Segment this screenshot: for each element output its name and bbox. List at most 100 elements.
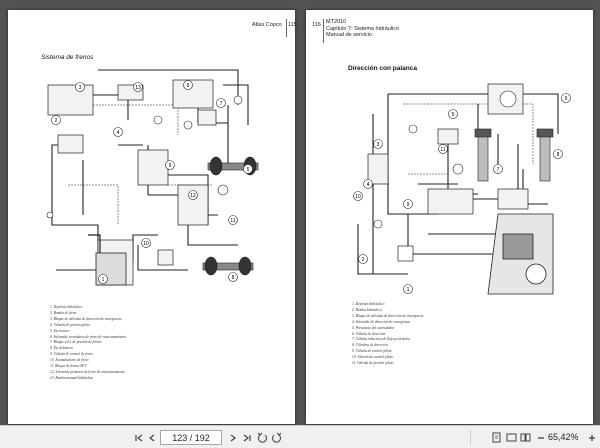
callout-label: 5 [247, 167, 250, 173]
callout-circle [403, 284, 413, 294]
callout-circle [113, 127, 123, 137]
zoom-out-icon[interactable] [534, 431, 547, 444]
callout-circle [353, 191, 363, 201]
legend-item: 3. Bloque de válvulas de dirección de em… [352, 313, 424, 318]
legend-item: 12. Solenoide primario de freno de estac… [50, 369, 125, 374]
two-page-icon[interactable] [519, 431, 532, 444]
callout-label: 12 [190, 193, 196, 199]
callout-circle [243, 164, 253, 174]
steering-diagram [357, 83, 559, 295]
section-title: Dirección con palanca [348, 65, 417, 72]
brake-system-diagram [46, 69, 259, 286]
callout-label: 8 [232, 275, 235, 281]
legend-item: 3. Bloque de válvulas de dirección de em… [50, 316, 122, 321]
legend-item: 9. Válvula de control piloto [352, 349, 392, 354]
callout-label: 13 [135, 85, 141, 91]
callout-label: 4 [117, 130, 120, 136]
callout-label: 5 [452, 112, 455, 118]
callout-label: 11 [440, 147, 445, 153]
legend-item: 8. Eje delantero [50, 346, 73, 351]
callout-label: 3 [79, 85, 82, 91]
fit-page-icon[interactable] [490, 431, 503, 444]
page-left: Atlas Copco 115 Sistema de frenos [8, 10, 297, 424]
legend-item: 13. Bomba manual hidráulica [50, 375, 94, 380]
header-manual: Manual de servicio [326, 32, 372, 38]
legend-item: 10. Acumuladores de freno [50, 358, 89, 363]
legend-item: 4. Válvula de presión piloto [50, 322, 90, 327]
fit-width-icon[interactable] [505, 431, 518, 444]
callout-label: 7 [497, 167, 500, 173]
callout-label: 2 [362, 257, 365, 263]
callout-circle [228, 215, 238, 225]
header-title: Atlas Copco [252, 22, 282, 28]
legend-item: 2. Bomba de freno [50, 310, 77, 315]
callout-label: 8 [557, 152, 560, 158]
rotate-ccw-icon[interactable] [256, 431, 269, 444]
callout-circle [561, 93, 571, 103]
header-model: MT2010 [326, 19, 347, 25]
legend-item: 1. Depósito hidráulico [50, 305, 83, 309]
callout-circle [51, 115, 61, 125]
callout-label: 10 [355, 194, 361, 200]
callout-circle [183, 80, 193, 90]
legend-item: 5. Presostato del acumulador [352, 325, 395, 330]
legend-item: 7. Válvula reductora de flujo prioritari… [352, 337, 410, 342]
callout-circle [358, 254, 368, 264]
callout-circle [553, 149, 563, 159]
callout-circle [75, 82, 85, 92]
callout-circle [165, 160, 175, 170]
page-right: 116 MT2010 Capítulo 7: Sistema hidráulic… [306, 10, 593, 424]
header-page-number: 115 [288, 22, 297, 28]
legend-item: 8. Cilindros de dirección [352, 343, 388, 348]
page-number-input[interactable]: 123 / 192 [160, 430, 222, 445]
callout-circle [98, 274, 108, 284]
callout-circle [216, 98, 226, 108]
zoom-in-icon[interactable] [585, 431, 598, 444]
callout-circle [403, 199, 413, 209]
callout-circle [373, 139, 383, 149]
legend-item: 5. Eje trasero [50, 328, 70, 333]
callout-label: 11 [230, 218, 235, 224]
legend-item: 1. Depósito hidráulico [352, 302, 385, 306]
callout-circle [493, 164, 503, 174]
section-title: Sistema de frenos [41, 54, 94, 61]
last-page-icon[interactable] [240, 431, 253, 444]
rotate-cw-icon[interactable] [270, 431, 283, 444]
callout-label: 6 [187, 83, 190, 89]
legend-item: 4. Solenoide de dirección de emergencia [352, 319, 411, 324]
legend-item: 9. Válvula de control de freno [50, 352, 93, 357]
legend-item: 11. Válvula de presión piloto [352, 361, 394, 366]
callout-label: 3 [377, 142, 380, 148]
callout-label: 4 [367, 182, 370, 188]
header-page-number: 116 [312, 22, 321, 28]
callout-circle [188, 190, 198, 200]
legend-item: 2. Bomba hidráulica [352, 307, 382, 312]
legend-item: 10. Válvula de control piloto [352, 355, 394, 360]
callout-circle [141, 238, 151, 248]
document-viewport[interactable]: Atlas Copco 115 Sistema de frenos [0, 0, 600, 425]
next-page-icon[interactable] [226, 431, 239, 444]
header-chapter: Capítulo 7: Sistema hidráulico [326, 25, 400, 32]
legend-item: 6. Válvula de dirección [352, 331, 386, 336]
callout-label: 6 [565, 96, 568, 102]
callout-label: 9 [407, 202, 410, 208]
callout-circle [448, 109, 458, 119]
steering-callouts: 1 2 3 4 5 6 7 8 9 10 11 [353, 93, 571, 294]
first-page-icon[interactable] [132, 431, 145, 444]
callout-circle [438, 144, 448, 154]
prev-page-icon[interactable] [145, 431, 158, 444]
callout-label: 1 [407, 287, 410, 293]
zoom-level[interactable]: 65,42% [548, 432, 579, 442]
callout-label: 1 [102, 277, 105, 283]
legend-item: 11. Bloque de frenos SFV [50, 364, 87, 369]
legend-item: 7. Bloque sol.1 de presión de frenos [50, 340, 102, 345]
callout-circle [228, 272, 238, 282]
callout-label: 2 [55, 118, 58, 124]
legend-item: 6. Solenoide secundario de freno de esta… [50, 334, 127, 339]
callout-circle [133, 82, 143, 92]
callout-label: 7 [220, 101, 223, 107]
callout-label: 10 [143, 241, 149, 247]
